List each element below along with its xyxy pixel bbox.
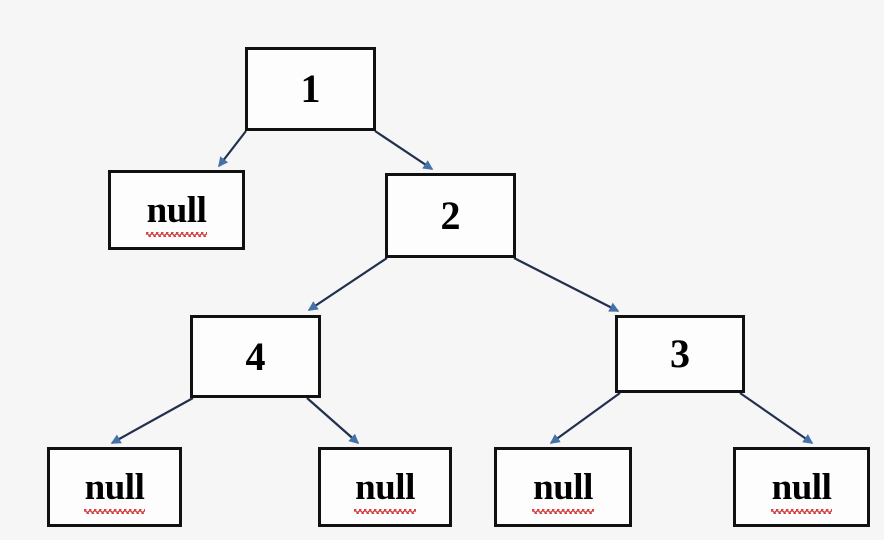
tree-node-n1-left[interactable]: null xyxy=(108,170,245,250)
edge-n2-to-n4 xyxy=(307,257,388,311)
edge-n4-to-n4-right xyxy=(306,397,360,444)
tree-node-label: 4 xyxy=(245,333,266,379)
edge-n4-to-n4-left xyxy=(110,397,194,444)
edge-n3-to-n3-left xyxy=(549,392,621,444)
edge-n1-to-n1-left xyxy=(218,130,247,168)
tree-node-n4[interactable]: 4 xyxy=(190,315,321,398)
edge-n3-to-n3-right xyxy=(739,392,814,444)
tree-node-label: null xyxy=(532,466,594,514)
tree-node-n3[interactable]: 3 xyxy=(615,315,745,393)
tree-node-label: 1 xyxy=(300,66,321,111)
tree-node-label: 3 xyxy=(670,331,690,376)
tree-node-n4-right[interactable]: null xyxy=(318,447,452,527)
edge-n2-to-n3 xyxy=(513,257,620,312)
tree-node-label: null xyxy=(354,466,416,514)
tree-node-n1[interactable]: 1 xyxy=(245,47,376,131)
tree-node-n2[interactable]: 2 xyxy=(385,173,516,258)
tree-node-n3-left[interactable]: null xyxy=(494,447,632,527)
tree-node-label: null xyxy=(770,466,833,514)
tree-node-n3-right[interactable]: null xyxy=(733,447,870,527)
edge-n1-to-n2 xyxy=(374,130,434,170)
tree-node-n4-left[interactable]: null xyxy=(47,447,182,527)
tree-node-label: null xyxy=(145,189,208,237)
tree-node-label: null xyxy=(83,466,146,514)
tree-node-label: 2 xyxy=(440,192,461,238)
